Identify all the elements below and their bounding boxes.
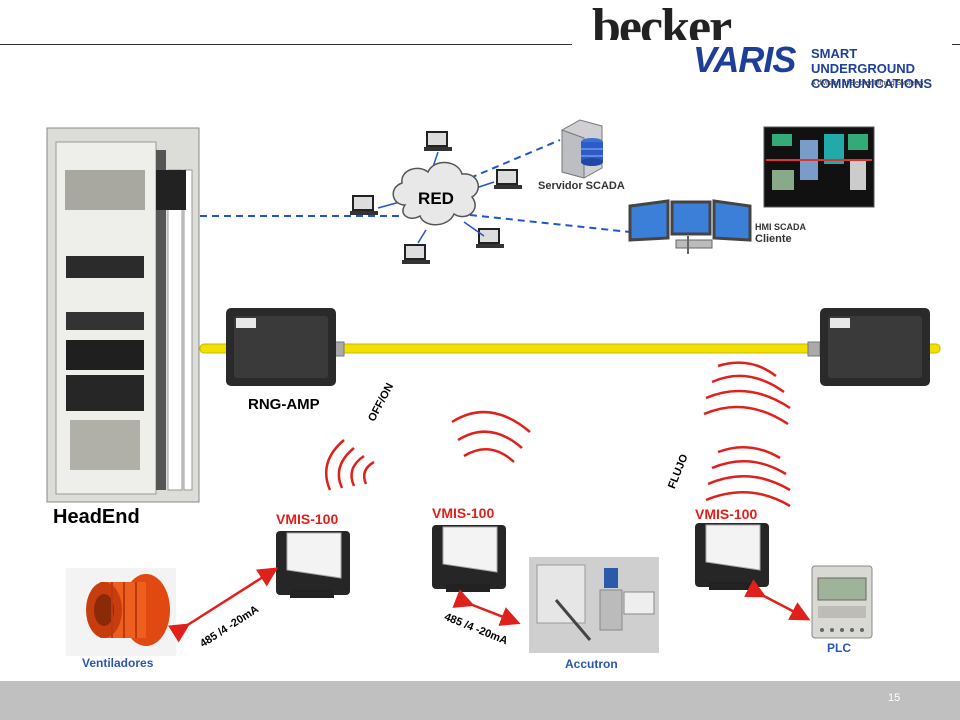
logo-backdrop: [572, 40, 952, 90]
double-arrows: [167, 567, 811, 643]
logo-subline: A division of Becker Mining Systems: [811, 80, 924, 87]
monitors-icon: [628, 199, 752, 254]
cloud-icon: [392, 161, 480, 226]
headend-rack-icon: [46, 127, 200, 503]
logo-tagline-line-2: COMMUNICATIONS: [811, 76, 933, 91]
cloud-label: RED: [418, 189, 454, 208]
header-divider: [0, 44, 960, 45]
vmis-1-device: [276, 531, 350, 598]
footer-bar: [0, 681, 960, 720]
server-icon: [561, 119, 603, 179]
vmis-2-label: VMIS-100: [432, 505, 495, 521]
vmis-3-label: VMIS-100: [695, 506, 758, 522]
accutron-image: [529, 557, 659, 653]
varis-logo: VARIS: [693, 39, 796, 80]
accutron-label: Accutron: [565, 657, 618, 671]
server-label: Servidor SCADA: [538, 180, 625, 192]
vmis-2-device: [432, 525, 506, 592]
dashed-links: [200, 139, 631, 233]
plc-label: PLC: [827, 641, 851, 655]
hmi-label-line-1: HMI SCADA: [755, 222, 806, 232]
rng-amp-left-device: [226, 308, 336, 386]
hmi-label: HMI SCADA Cliente: [755, 221, 806, 245]
ventiladores-label: Ventiladores: [82, 656, 154, 670]
vmis-1-label: VMIS-100: [276, 511, 339, 527]
vmis-3-device: [695, 523, 769, 590]
rng-amp-label: RNG-AMP: [248, 396, 320, 413]
hmi-screenshot-image: [763, 126, 875, 208]
laptop-icons: [350, 131, 522, 264]
headend-label: HeadEnd: [53, 506, 140, 528]
rng-amp-right-device: [820, 308, 930, 386]
logo-tagline: SMART UNDERGROUND COMMUNICATIONS: [811, 46, 960, 91]
page-number: 15: [888, 692, 901, 704]
logo-tagline-line-1: SMART UNDERGROUND: [811, 46, 915, 76]
wireless-waves: [325, 361, 791, 508]
hmi-label-line-2: Cliente: [755, 233, 792, 245]
fan-icon: [66, 568, 176, 656]
plc-icon: [811, 565, 873, 639]
